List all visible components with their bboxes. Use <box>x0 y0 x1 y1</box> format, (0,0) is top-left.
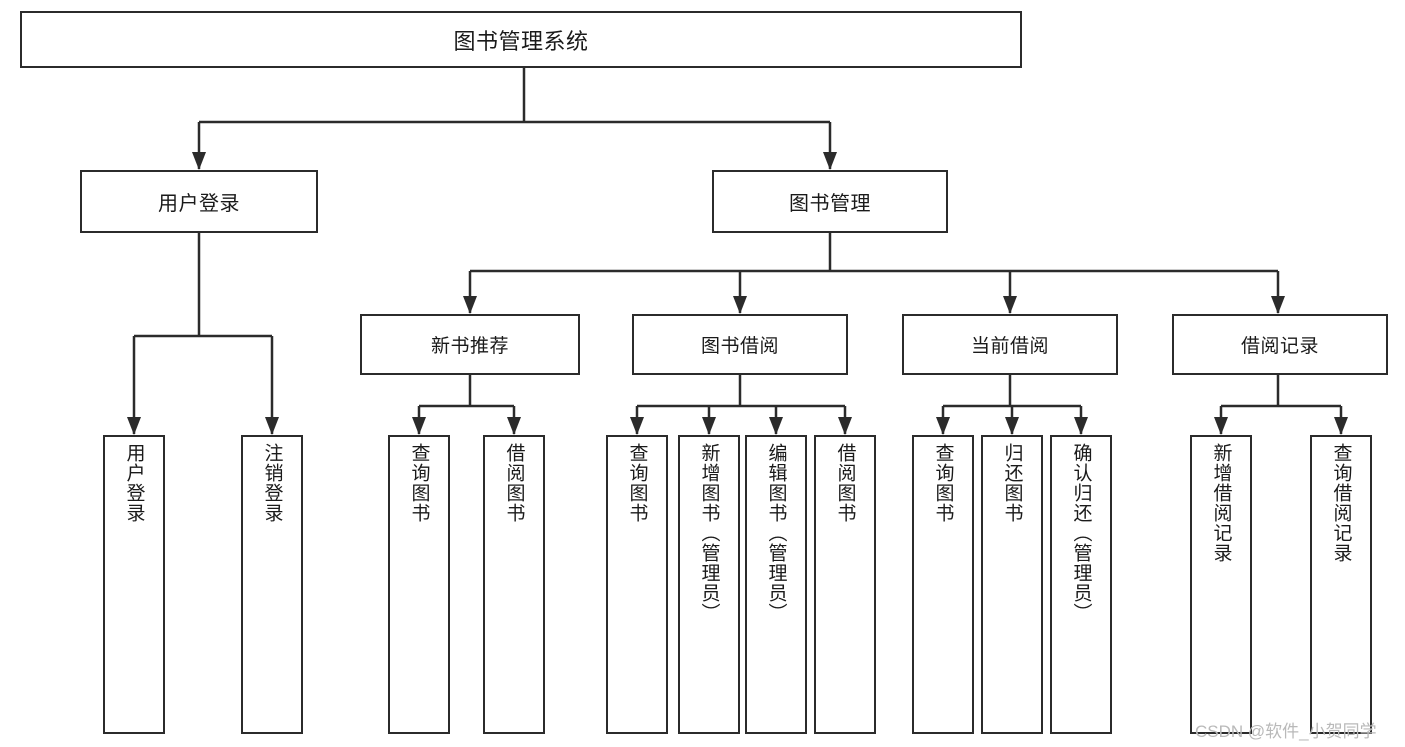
csdn-watermark: CSDN @软件_小贺同学 <box>1195 722 1377 741</box>
node-label: 查询图书 <box>626 443 648 523</box>
node-label: 借阅记录 <box>1240 336 1319 357</box>
arrowhead-down-icon <box>507 417 521 435</box>
node-label: 确认归还（管理员） <box>1070 443 1092 623</box>
node-borrow-record[interactable]: 借阅记录 <box>1172 314 1388 375</box>
arrowhead-down-icon <box>192 152 206 170</box>
arrowhead-down-icon <box>733 296 747 314</box>
arrowhead-down-icon <box>823 152 837 170</box>
node-leaf-query-book-2[interactable]: 查询图书 <box>606 435 668 734</box>
arrowhead-down-icon <box>412 417 426 435</box>
node-leaf-user-login[interactable]: 用户登录 <box>103 435 165 734</box>
node-user-login[interactable]: 用户登录 <box>80 170 318 233</box>
arrowhead-down-icon <box>838 417 852 435</box>
node-label: 图书管理 <box>789 193 871 215</box>
arrowhead-down-icon <box>936 417 950 435</box>
node-root[interactable]: 图书管理系统 <box>20 11 1022 68</box>
arrowhead-down-icon <box>1074 417 1088 435</box>
node-leaf-borrow-book-1[interactable]: 借阅图书 <box>483 435 545 734</box>
arrowhead-down-icon <box>1214 417 1228 435</box>
node-leaf-return-book[interactable]: 归还图书 <box>981 435 1043 734</box>
node-leaf-borrow-book-2[interactable]: 借阅图书 <box>814 435 876 734</box>
arrowhead-down-icon <box>1003 296 1017 314</box>
arrowhead-down-icon <box>463 296 477 314</box>
node-leaf-edit-book[interactable]: 编辑图书（管理员） <box>745 435 807 734</box>
arrowhead-down-icon <box>769 417 783 435</box>
arrowhead-down-icon <box>127 417 141 435</box>
node-label: 用户登录 <box>158 193 240 215</box>
node-label: 查询图书 <box>408 443 430 523</box>
node-new-book-rec[interactable]: 新书推荐 <box>360 314 580 375</box>
node-leaf-confirm-return[interactable]: 确认归还（管理员） <box>1050 435 1112 734</box>
arrowhead-down-icon <box>265 417 279 435</box>
arrowhead-down-icon <box>630 417 644 435</box>
node-book-manage[interactable]: 图书管理 <box>712 170 948 233</box>
node-leaf-user-logout[interactable]: 注销登录 <box>241 435 303 734</box>
node-label: 查询借阅记录 <box>1330 443 1352 563</box>
node-label: 新增借阅记录 <box>1210 443 1232 563</box>
node-label: 归还图书 <box>1001 443 1023 523</box>
node-current-borrow[interactable]: 当前借阅 <box>902 314 1118 375</box>
node-label: 借阅图书 <box>503 443 525 523</box>
node-label: 编辑图书（管理员） <box>765 443 787 623</box>
node-leaf-query-book-3[interactable]: 查询图书 <box>912 435 974 734</box>
arrowhead-down-icon <box>702 417 716 435</box>
node-label: 图书借阅 <box>700 336 779 357</box>
node-leaf-add-book[interactable]: 新增图书（管理员） <box>678 435 740 734</box>
node-label: 借阅图书 <box>834 443 856 523</box>
arrowhead-down-icon <box>1334 417 1348 435</box>
node-label: 新增图书（管理员） <box>698 443 720 623</box>
node-leaf-query-record[interactable]: 查询借阅记录 <box>1310 435 1372 734</box>
node-leaf-add-record[interactable]: 新增借阅记录 <box>1190 435 1252 734</box>
node-label: 当前借阅 <box>970 336 1049 357</box>
node-label: 注销登录 <box>261 443 283 523</box>
node-book-borrow[interactable]: 图书借阅 <box>632 314 848 375</box>
arrowhead-down-icon <box>1271 296 1285 314</box>
arrowhead-down-icon <box>1005 417 1019 435</box>
node-label: 新书推荐 <box>430 336 509 357</box>
node-leaf-query-book-1[interactable]: 查询图书 <box>388 435 450 734</box>
node-label: 图书管理系统 <box>453 28 589 54</box>
node-label: 查询图书 <box>932 443 954 523</box>
node-label: 用户登录 <box>123 443 145 523</box>
